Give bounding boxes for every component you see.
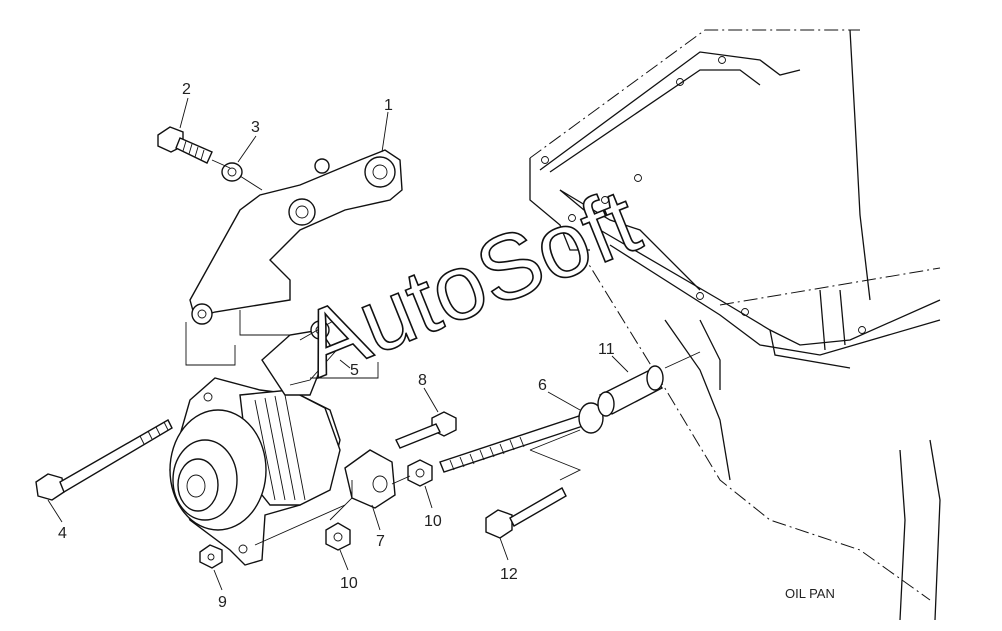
- alternator: [169, 320, 341, 566]
- callout-6: 6: [538, 377, 547, 394]
- plate-part-5: [289, 319, 351, 386]
- callout-3: 3: [251, 119, 260, 136]
- assembly-guide-lines: [185, 159, 701, 546]
- callout-labels: 2 3 1 4 5 8 6 11 7 10 10 9 12: [58, 81, 615, 611]
- spacer-part-7: [344, 449, 396, 509]
- callout-7: 7: [376, 533, 385, 550]
- callout-12: 12: [500, 566, 518, 583]
- bolt-part-12: [485, 487, 567, 539]
- sleeve-part-11: [597, 365, 664, 417]
- callout-10a: 10: [424, 513, 442, 530]
- callout-9: 9: [218, 594, 227, 611]
- nut-part-9: [199, 544, 223, 569]
- callout-11: 11: [598, 341, 615, 358]
- nut-part-10-b: [325, 522, 351, 551]
- leader-lines: [47, 97, 629, 591]
- callout-10b: 10: [340, 575, 358, 592]
- bolt-part-2: [157, 126, 213, 164]
- callout-5: 5: [350, 362, 359, 379]
- callout-1: 1: [384, 97, 393, 114]
- oil-pan: [529, 29, 941, 621]
- callout-8: 8: [418, 372, 427, 389]
- bolt-part-4: [35, 419, 173, 501]
- bracket-part-1: [189, 149, 403, 325]
- washer-part-3: [221, 162, 243, 182]
- bolt-part-8: [395, 411, 457, 449]
- nut-part-10-a: [407, 459, 433, 487]
- oil-pan-caption: OIL PAN: [785, 586, 835, 601]
- rod-part-6: [439, 402, 604, 473]
- callout-2: 2: [182, 81, 191, 98]
- callout-4: 4: [58, 525, 67, 542]
